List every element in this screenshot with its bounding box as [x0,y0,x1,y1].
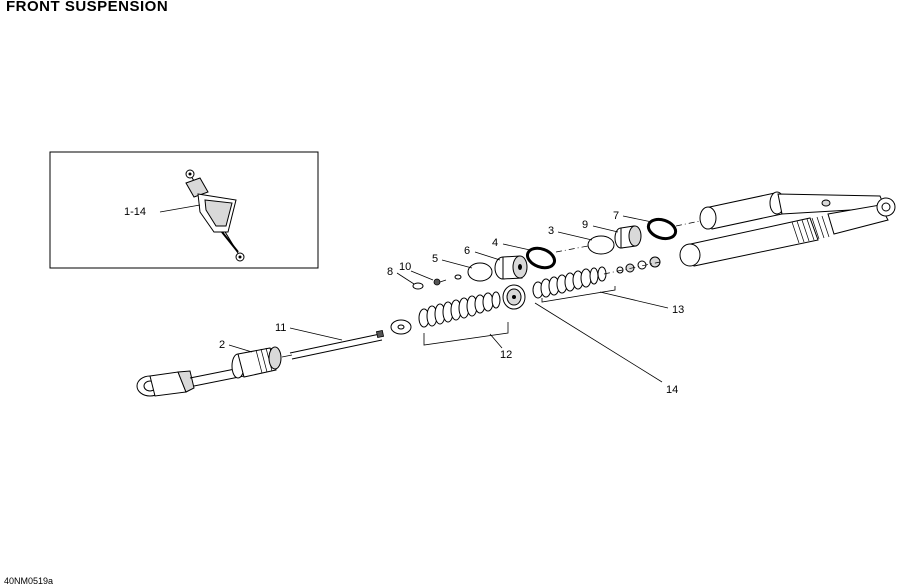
leader-7 [622,215,653,223]
callout-9: 9 [582,219,588,231]
page-title: FRONT SUSPENSION [6,0,169,15]
callout-7: 7 [613,210,619,222]
callout-13-bracket [541,286,669,309]
callout-13: 13 [672,304,684,316]
small-nut-group [603,256,661,275]
callout-4: 4 [492,237,498,249]
part-8-cap [412,282,424,290]
part-13-shim-stack [532,266,607,299]
part-9-cap [614,225,642,249]
part-4-o-ring [525,246,557,270]
callout-8: 8 [387,266,393,278]
body-threads [791,215,830,244]
callout-10: 10 [399,261,411,273]
part-7-o-ring [646,217,678,241]
callout-6: 6 [464,245,470,257]
leader-2 [228,344,253,353]
callout-12-bracket [423,322,509,349]
part-3-disc [587,235,615,255]
axis-line-7 [675,220,701,227]
part-5-disc [467,262,493,282]
callout-12: 12 [500,349,512,361]
callout-5: 5 [432,253,438,265]
leader-8 [396,272,415,285]
callout-11: 11 [275,322,286,334]
figure-code: 40NM0519a [4,576,54,586]
leader-3 [557,231,593,241]
assembly-inset: 1-14 [49,151,319,269]
leader-4 [502,243,531,251]
part-11-shaft [289,329,385,360]
part-5-small-ring [454,274,462,280]
callout-1-14: 1-14 [124,206,146,218]
leader-10 [410,270,434,281]
leader-1-14 [159,204,201,213]
callout-3: 3 [548,225,554,237]
part-6-floating-piston [494,255,528,280]
leader-11 [289,327,343,341]
leader-6 [474,251,501,261]
part-2-lower-eye [136,346,293,397]
shock-body [679,191,896,267]
leader-9 [592,225,619,233]
part-12-shim-stack [418,291,501,328]
leader-14 [534,302,663,383]
inset-shock-drawing [185,169,245,262]
callout-14: 14 [666,384,678,396]
piston [502,284,526,310]
axis-line-3 [555,245,589,253]
leader-5 [441,259,473,269]
part-10-screw [433,278,447,286]
inset-frame [49,151,319,269]
callout-2: 2 [219,339,225,351]
shaft-washer [390,319,412,335]
